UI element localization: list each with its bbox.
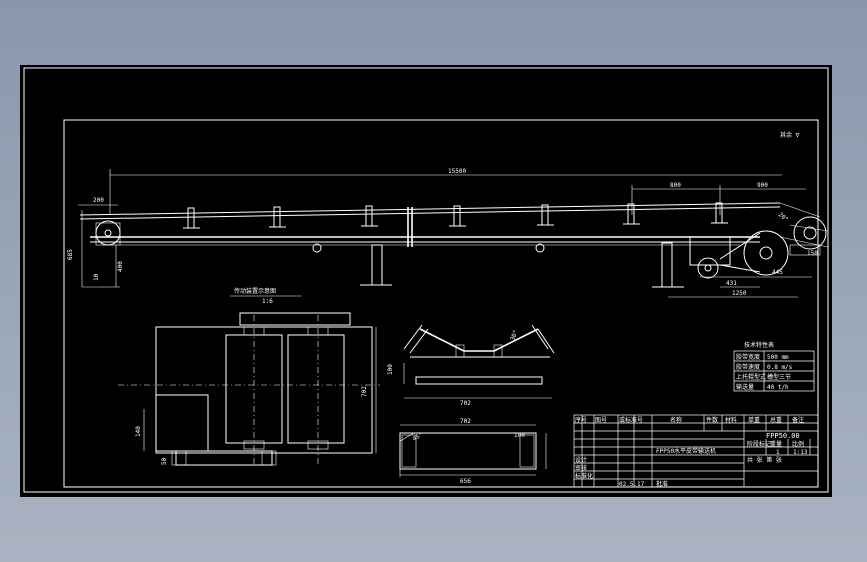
frame-section: 702 45° 100 656 (399, 418, 547, 485)
dim-height-400: 400 (117, 261, 124, 272)
motor-plan (155, 394, 209, 452)
dim-overall-length: 15500 (448, 168, 466, 175)
spec-row-label: 上托辊型式 (736, 373, 766, 381)
tail-pulley (95, 220, 121, 246)
spec-row-label: 胶带速度 (736, 363, 760, 371)
dim-150: 150 (807, 250, 818, 257)
dim-tail-200: 200 (93, 197, 104, 204)
dim-foot-10: 10 (93, 273, 100, 281)
dim-angle-20: 20° (777, 211, 790, 223)
roughness-note: 其余 ∇ (780, 131, 800, 139)
dim-idler-width: 702 (460, 400, 471, 407)
tb-h-remark: 备注 (792, 416, 804, 424)
tb-designer: 设计 (575, 456, 587, 464)
head-pulley (793, 216, 827, 250)
spec-row-value: 槽型三节 (767, 373, 791, 381)
dim-pitch-900: 900 (757, 182, 768, 189)
tb-sheet: 共 张 第 张 (747, 456, 782, 464)
tb-h-std: 或标准号 (619, 416, 643, 424)
spec-row-label: 输送量 (736, 383, 754, 391)
conveyor-elevation: 15500 800 900 200 685 400 10 (67, 168, 829, 298)
drive-detail-title: 传动装置示意图 (234, 287, 276, 295)
cad-drawing-sheet: 其余 ∇ 15500 800 900 200 685 400 10 (20, 65, 832, 497)
dim-702-v: 702 (361, 386, 368, 397)
tb-h-code: 图号 (595, 417, 607, 424)
spec-row-label: 胶带宽度 (736, 353, 760, 361)
tech-spec-table: 技术特性表 胶带宽度 500 mm 胶带速度 0.8 m/s 上托辊型式 槽型三… (733, 341, 815, 392)
drive-detail: 传动装置示意图 1:6 140 50 702 (118, 287, 380, 466)
dim-431: 431 (726, 280, 737, 287)
support-leg (371, 244, 383, 286)
dim-angle-45: 45° (412, 431, 425, 442)
outer-frame (23, 67, 829, 493)
reducer (743, 230, 789, 276)
dim-height-685: 685 (67, 249, 74, 260)
dim-motor-50: 50 (161, 457, 168, 465)
dim-frame-width: 702 (460, 418, 471, 425)
belt-top (79, 202, 781, 216)
tb-date: 02.5.17 (619, 481, 645, 488)
dim-frame-inner: 656 (460, 478, 471, 485)
dim-445: 445 (772, 269, 783, 276)
title-block: 序号 图号 或标准号 名称 件数 材料 单重 总重 备注 FPP50.00 FP… (573, 414, 819, 488)
dim-frame-h: 100 (514, 432, 525, 439)
spec-title: 技术特性表 (744, 341, 774, 349)
tb-qty: 1 (776, 449, 780, 456)
dim-pitch-800: 800 (670, 182, 681, 189)
tb-stage: 阶段标记 (747, 440, 771, 448)
dim-motor-140: 140 (135, 426, 142, 437)
tb-scale: 1:13 (793, 449, 808, 456)
spec-row-value: 0.8 m/s (767, 364, 793, 371)
dim-1250: 1250 (732, 290, 747, 297)
tb-scale-label: 比例 (792, 440, 804, 448)
tb-approve: 批准 (656, 480, 668, 488)
tb-standard: 标准化 (575, 472, 593, 480)
drive-detail-scale: 1:6 (262, 298, 273, 305)
tb-h-qty: 件数 (706, 416, 718, 424)
tb-h-total: 总重 (770, 416, 782, 424)
motor (697, 257, 719, 279)
support-leg (661, 242, 673, 288)
troughed-idler-section: 100 702 30° (387, 324, 555, 407)
tb-h-name: 名称 (670, 416, 682, 424)
cad-drawing: 其余 ∇ 15500 800 900 200 685 400 10 (23, 67, 829, 493)
tb-drawing-no: FPP50.00 (766, 432, 800, 440)
tb-h-seq: 序号 (575, 416, 587, 424)
tb-h-mat: 材料 (725, 416, 737, 424)
tb-checker: 审核 (575, 464, 587, 472)
tb-drawing-name: FPP50水平皮带输送机 (656, 447, 716, 455)
spec-row-value: 500 mm (767, 354, 789, 361)
tb-h-unit-weight: 单重 (748, 416, 760, 424)
drive-frame (689, 236, 731, 266)
dim-idler-height: 100 (387, 364, 394, 375)
spec-row-value: 40 t/h (767, 384, 789, 391)
carrying-idlers (183, 202, 728, 229)
dim-angle-30: 30° (509, 329, 519, 342)
tb-weight: 重量 (770, 440, 782, 448)
inner-frame (63, 119, 819, 488)
